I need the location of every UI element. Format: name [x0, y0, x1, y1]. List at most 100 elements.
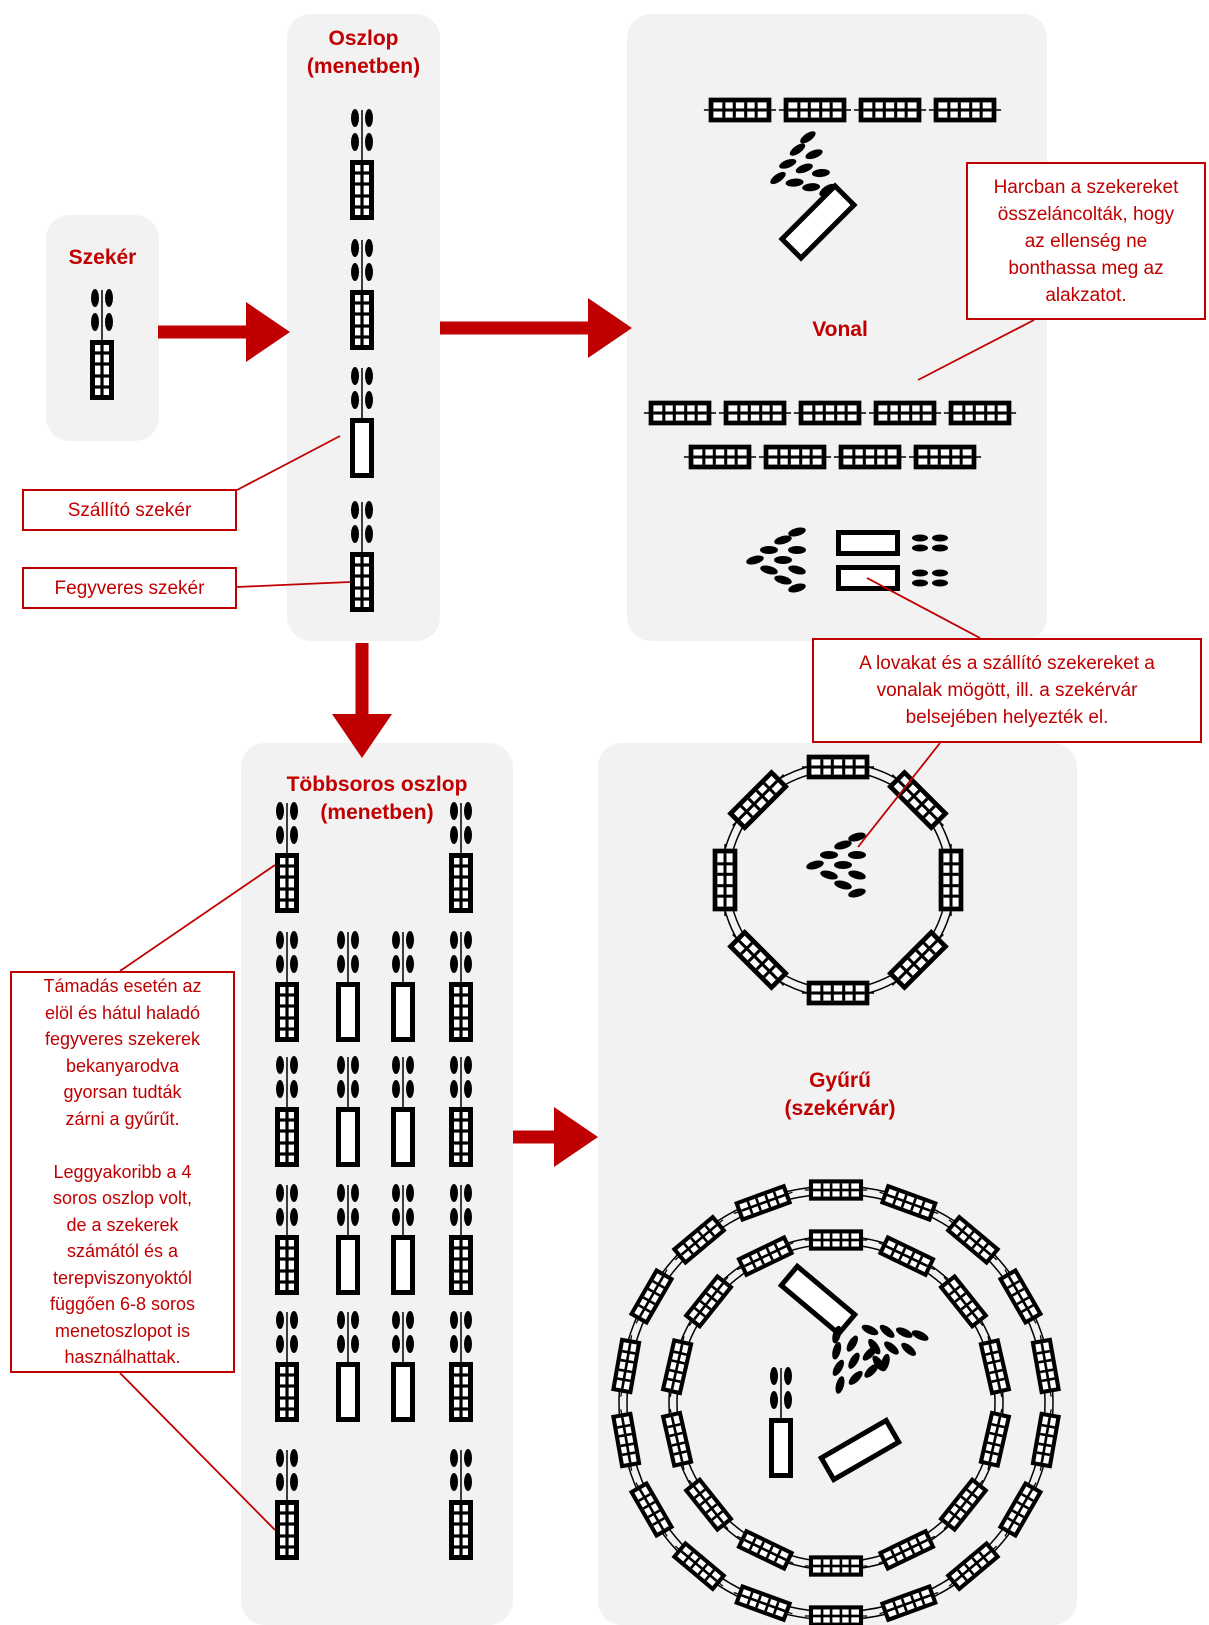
vonal-line2-wagon-3	[908, 444, 982, 470]
vonal-bottom-horse-5	[932, 569, 948, 577]
arrow-oszlop-to-vonal	[440, 298, 632, 358]
small-ring-wagon-2	[938, 843, 964, 917]
small-ring-wagon-7	[727, 769, 789, 831]
big-ring-outer-wagon-8	[879, 1583, 939, 1623]
big-ring-outer-wagon-7	[945, 1540, 1001, 1592]
big-ring-inner-wagon-13	[736, 1234, 795, 1278]
small-ring-wagon-3	[887, 929, 949, 991]
big-ring-inner-wagon-1	[877, 1234, 936, 1278]
vonal-line1-wagon-2	[793, 400, 867, 426]
column-wagon-0	[350, 109, 374, 220]
vonal-line1-wagon-0	[643, 400, 717, 426]
multi-wagon-3-1	[449, 931, 473, 1042]
arrow-szeker-to-oszlop	[158, 302, 290, 362]
big-ring-inner-wagon-2	[938, 1273, 989, 1330]
multi-wagon-0-1	[275, 931, 299, 1042]
big-ring-outer-wagon-17	[733, 1183, 793, 1223]
small-ring-wagon-4	[801, 980, 875, 1006]
big-ring-horses-2	[861, 1324, 929, 1372]
vonal-line1-wagon-3	[868, 400, 942, 426]
big-ring-transport-2	[817, 1417, 903, 1483]
big-ring-outer-wagon-9	[804, 1605, 868, 1625]
big-ring-outer-wagon-2	[945, 1214, 1001, 1266]
vonal-line2-wagon-2	[833, 444, 907, 470]
big-ring-inner-wagon-0	[804, 1229, 868, 1251]
big-ring-inner-wagon-12	[683, 1273, 734, 1330]
vonal-bottom-horse-7	[932, 579, 948, 587]
title-szeker: Szekér	[68, 246, 137, 269]
big-ring-outer-wagon-10	[733, 1583, 793, 1623]
multi-wagon-1-1	[336, 1056, 360, 1167]
multi-wagon-3-5	[449, 1449, 473, 1560]
multi-wagon-0-3	[275, 1184, 299, 1295]
callout-lovakat: A lovakat és a szállító szekereket a von…	[812, 638, 1202, 743]
multi-wagon-0-2	[275, 1056, 299, 1167]
big-ring-outer-wagon-3	[997, 1267, 1044, 1326]
small-ring-wagon-1	[887, 769, 949, 831]
big-ring-outer-wagon-14	[611, 1335, 642, 1397]
vonal-line2-wagon-1	[758, 444, 832, 470]
leader-fegyveres	[236, 581, 351, 588]
big-ring-outer-wagon-1	[879, 1183, 939, 1223]
wagon-szeker	[90, 289, 114, 400]
vonal-line2-wagon-0	[683, 444, 757, 470]
vonal-top-transport	[778, 182, 858, 262]
vonal-line1-wagon-1	[718, 400, 792, 426]
title-vonal: Vonal	[812, 318, 868, 341]
big-ring-transport-3	[769, 1367, 793, 1478]
arrow-oszlop-to-tobbsoros	[332, 643, 392, 758]
callout-fegyveres: Fegyveres szekér	[22, 567, 237, 609]
big-ring-inner-wagon-4	[978, 1408, 1012, 1470]
multi-wagon-2-2	[391, 1184, 415, 1295]
multi-wagon-2-0	[391, 931, 415, 1042]
vonal-top-horses	[770, 131, 835, 197]
vonal-top-wagon-0	[703, 97, 777, 123]
column-wagon-1	[350, 239, 374, 350]
big-ring-outer-wagon-15	[628, 1267, 675, 1326]
leader-tamadas-bottom	[119, 1372, 276, 1531]
multi-wagon-0-5	[275, 1449, 299, 1560]
multi-wagon-1-0	[336, 931, 360, 1042]
arrow-tobbsoros-to-gyuru	[513, 1107, 598, 1167]
multi-wagon-3-0	[449, 802, 473, 913]
multi-wagon-2-3	[391, 1311, 415, 1422]
multi-wagon-0-4	[275, 1311, 299, 1422]
leader-lovakat-bottom	[857, 742, 941, 848]
vonal-bottom-transport-1	[836, 530, 900, 556]
vonal-bottom-horse-6	[912, 579, 928, 587]
big-ring-inner-wagon-7	[804, 1555, 868, 1577]
leader-tamadas-top	[119, 864, 276, 972]
multi-wagon-1-2	[336, 1184, 360, 1295]
big-ring-outer-wagon-13	[611, 1409, 642, 1471]
vonal-top-wagon-1	[778, 97, 852, 123]
big-ring-outer-wagon-0	[804, 1179, 868, 1201]
small-ring-wagon-5	[727, 929, 789, 991]
small-ring-horses	[806, 832, 866, 898]
title-oszlop: Oszlop (menetben)	[306, 27, 421, 78]
title-gyuru: Gyűrű (szekérvár)	[784, 1069, 896, 1120]
big-ring-outer-wagon-12	[628, 1480, 675, 1539]
multi-wagon-3-4	[449, 1311, 473, 1422]
callout-harcban: Harcban a szekereket összeláncolták, hog…	[966, 162, 1206, 320]
big-ring-inner-wagon-10	[660, 1408, 694, 1470]
vonal-top-wagon-3	[928, 97, 1002, 123]
callout-tamadas: Támadás esetén az elöl és hátul haladó f…	[10, 971, 235, 1373]
column-wagon-2	[350, 367, 374, 478]
big-ring-inner-wagon-3	[978, 1336, 1012, 1398]
big-ring-inner-wagon-6	[877, 1528, 936, 1572]
big-ring-inner-wagon-9	[683, 1476, 734, 1533]
multi-wagon-2-1	[391, 1056, 415, 1167]
column-wagon-3	[350, 501, 374, 612]
big-ring-inner-wagon-5	[938, 1476, 989, 1533]
leader-lovakat-top	[866, 577, 981, 639]
big-ring-outer-wagon-11	[671, 1540, 727, 1592]
vonal-line1-wagon-4	[943, 400, 1017, 426]
big-ring-outer-wagon-6	[997, 1480, 1044, 1539]
big-ring-inner-wagon-11	[660, 1336, 694, 1398]
leader-harcban	[917, 319, 1035, 381]
big-ring-inner-wagon-8	[736, 1528, 795, 1572]
multi-wagon-0-0	[275, 802, 299, 913]
leader-szallito	[236, 435, 341, 491]
vonal-bottom-horse-2	[912, 544, 928, 552]
